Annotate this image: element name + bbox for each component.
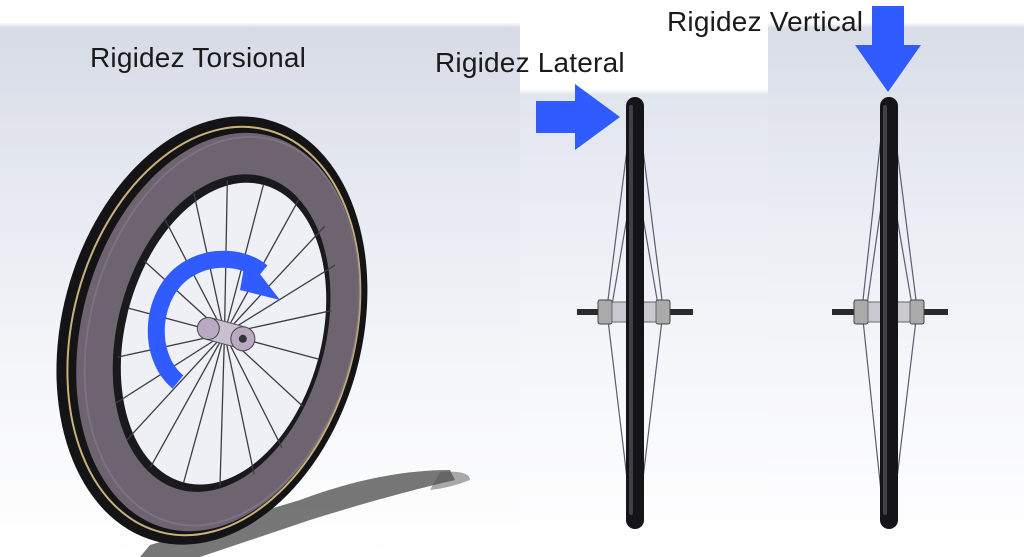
torsion-arrow-icon (147, 250, 280, 389)
wheel-side-vertical (832, 6, 948, 529)
label-lateral: Rigidez Lateral (435, 47, 625, 78)
vertical-arrow-icon (855, 6, 921, 92)
wheel-perspective (56, 116, 470, 557)
rim-vertical (880, 97, 898, 529)
hub-flange-left (196, 317, 220, 341)
label-vertical: Rigidez Vertical (667, 6, 864, 37)
lateral-arrow-icon (536, 84, 620, 150)
wheel-side-lateral (536, 84, 693, 529)
label-torsional: Rigidez Torsional (90, 42, 307, 73)
tire-stripe (66, 125, 362, 537)
rim-lateral (626, 97, 644, 529)
